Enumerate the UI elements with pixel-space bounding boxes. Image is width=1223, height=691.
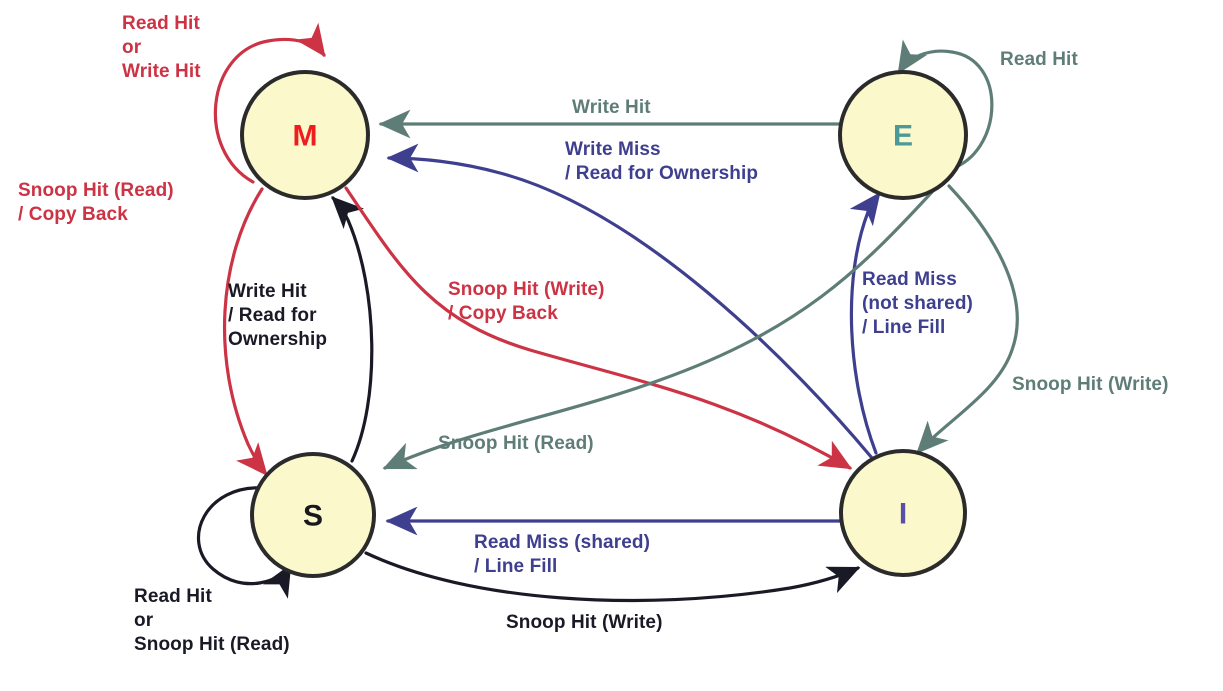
state-label-m: M xyxy=(293,120,318,153)
edge-label-i-to-e: Read Miss (not shared) / Line Fill xyxy=(862,269,973,338)
edge-m-to-i xyxy=(344,186,853,470)
edge-label-e-self-loop: Read Hit xyxy=(1000,49,1078,70)
edge-label-s-self-loop: Read Hit or Snoop Hit (Read) xyxy=(134,586,290,655)
edge-i-to-e xyxy=(849,191,881,455)
state-label-i: I xyxy=(899,498,907,531)
edge-m-self-loop xyxy=(213,22,326,184)
edge-s-self-loop xyxy=(196,486,292,599)
edge-i-to-m xyxy=(386,143,874,460)
state-circle-m[interactable] xyxy=(240,70,370,200)
edge-e-to-s xyxy=(382,190,934,470)
edge-m-to-s xyxy=(223,187,268,476)
state-node-s[interactable]: S xyxy=(250,452,376,578)
edge-label-e-to-i: Snoop Hit (Write) xyxy=(1012,374,1169,395)
edge-label-i-to-s: Read Miss (shared) / Line Fill xyxy=(474,532,651,577)
edge-s-to-i xyxy=(364,551,861,603)
state-label-e: E xyxy=(893,120,913,153)
state-node-m[interactable]: M xyxy=(240,70,370,200)
edge-label-m-self-loop: Read Hit or Write Hit xyxy=(122,13,201,82)
state-node-e[interactable]: E xyxy=(838,70,968,200)
state-circle-e[interactable] xyxy=(838,70,968,200)
edge-label-e-to-m: Write Hit xyxy=(572,97,651,118)
edge-s-to-m xyxy=(331,196,374,463)
edge-label-m-to-s: Snoop Hit (Read) / Copy Back xyxy=(18,180,174,225)
edge-e-self-loop xyxy=(897,39,994,169)
edge-label-m-to-i: Snoop Hit (Write) / Copy Back xyxy=(448,279,605,324)
state-circle-s[interactable] xyxy=(250,452,376,578)
state-node-i[interactable]: I xyxy=(839,449,967,577)
edge-e-to-i xyxy=(916,184,1019,454)
edge-label-i-to-m: Write Miss / Read for Ownership xyxy=(565,139,759,184)
state-circle-i[interactable] xyxy=(839,449,967,577)
state-label-s: S xyxy=(303,500,323,533)
edge-label-s-to-i: Snoop Hit (Write) xyxy=(506,612,663,633)
edge-label-s-to-m: Write Hit / Read for Ownership xyxy=(228,281,328,350)
edge-label-e-to-s: Snoop Hit (Read) xyxy=(438,433,594,454)
